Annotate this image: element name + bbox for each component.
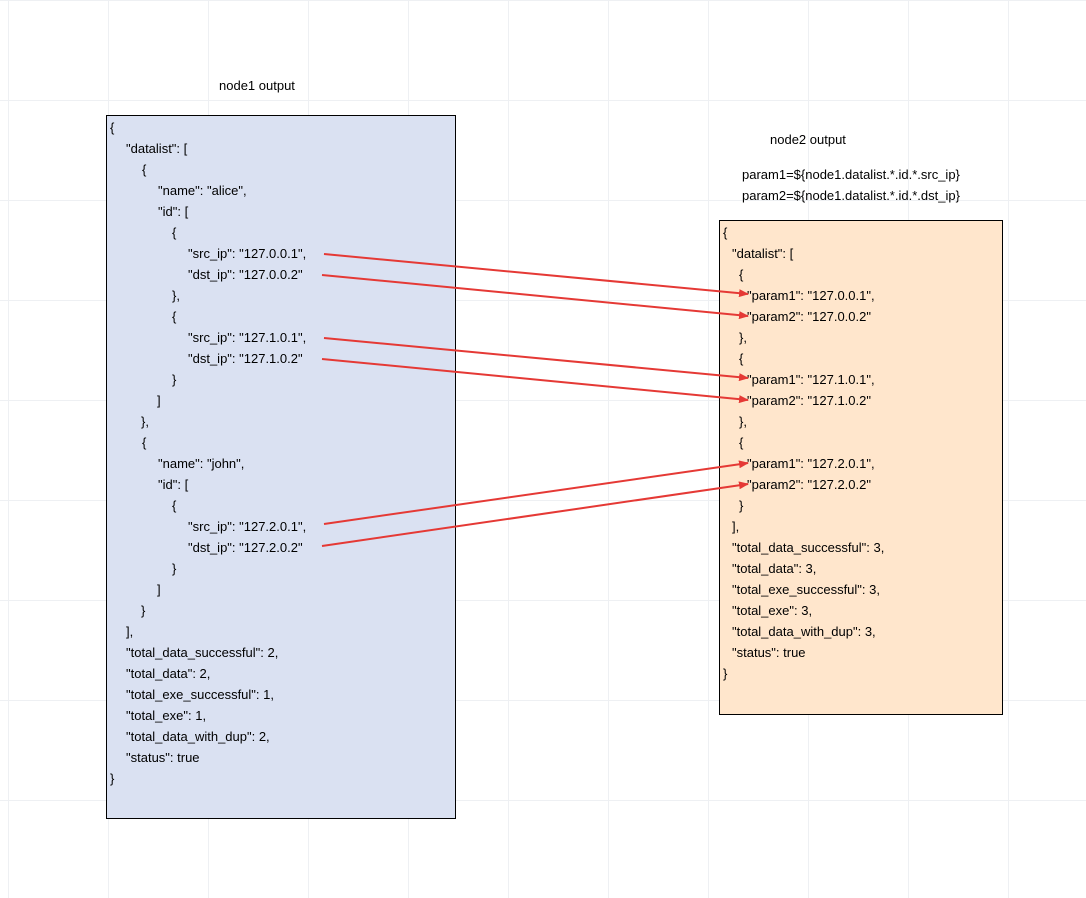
node1-line: } — [141, 603, 146, 618]
node2-line: "param2": "127.1.0.2" — [747, 393, 871, 408]
node2-line: { — [739, 435, 744, 450]
node1-line: { — [110, 120, 115, 135]
node2-line: "total_exe_successful": 3, — [732, 582, 880, 597]
node2-line: "param2": "127.0.0.2" — [747, 309, 871, 324]
arrow-src-ip-127-2-0-1 — [323, 460, 749, 525]
node1-line: "total_data": 2, — [126, 666, 211, 681]
node2-line: "total_data": 3, — [732, 561, 817, 576]
node2-line: "status": true — [732, 645, 806, 660]
node2-title: node2 output — [770, 132, 846, 147]
node1-line: "total_exe_successful": 1, — [126, 687, 274, 702]
param2-expression: param2=${node1.datalist.*.id.*.dst_ip} — [742, 188, 960, 203]
node1-line: ] — [157, 393, 161, 408]
node2-line: { — [739, 267, 744, 282]
node2-line: "total_data_with_dup": 3, — [732, 624, 876, 639]
node2-line: "param1": "127.0.0.1", — [747, 288, 875, 303]
node2-line: { — [723, 225, 728, 240]
param1-expression: param1=${node1.datalist.*.id.*.src_ip} — [742, 167, 960, 182]
node1-line: { — [172, 498, 177, 513]
arrow-src-ip-127-0-0-1 — [323, 253, 749, 298]
node1-line: ] — [157, 582, 161, 597]
node2-line: "datalist": [ — [732, 246, 794, 261]
node1-line: "status": true — [126, 750, 200, 765]
node1-line: "name": "alice", — [158, 183, 247, 198]
node2-line: ], — [732, 519, 740, 534]
node1-line: { — [142, 435, 147, 450]
node1-line: } — [172, 372, 177, 387]
node2-line: }, — [739, 330, 747, 345]
node1-line: ], — [126, 624, 134, 639]
node1-line: "id": [ — [158, 477, 189, 492]
node1-line: } — [110, 771, 115, 786]
node2-line: "param1": "127.2.0.1", — [747, 456, 875, 471]
node2-line: } — [739, 498, 744, 513]
node1-line: { — [172, 225, 177, 240]
arrow-dst-ip-127-1-0-2 — [321, 358, 749, 404]
node1-line: "total_data_successful": 2, — [126, 645, 279, 660]
node2-line: "total_data_successful": 3, — [732, 540, 885, 555]
node1-line: "dst_ip": "127.0.0.2" — [188, 267, 303, 282]
node2-line: "param2": "127.2.0.2" — [747, 477, 871, 492]
node1-line: }, — [172, 288, 180, 303]
node2-line: "param1": "127.1.0.1", — [747, 372, 875, 387]
node2-line: }, — [739, 414, 747, 429]
node2-line: { — [739, 351, 744, 366]
arrow-dst-ip-127-0-0-2 — [321, 274, 749, 320]
arrow-dst-ip-127-2-0-2 — [321, 481, 749, 547]
node2-output-box[interactable]: { "datalist": [ { "param1": "127.0.0.1",… — [719, 220, 1003, 715]
node1-output-box[interactable]: { "datalist": [ { "name": "alice", "id":… — [106, 115, 456, 819]
node1-line: "dst_ip": "127.1.0.2" — [188, 351, 303, 366]
node1-line: "name": "john", — [158, 456, 245, 471]
node1-line: "src_ip": "127.0.0.1", — [188, 246, 307, 261]
node1-line: { — [142, 162, 147, 177]
node2-line: } — [723, 666, 728, 681]
node1-line: "dst_ip": "127.2.0.2" — [188, 540, 303, 555]
node1-line: "src_ip": "127.1.0.1", — [188, 330, 307, 345]
node1-line: "datalist": [ — [126, 141, 188, 156]
node1-line: { — [172, 309, 177, 324]
node1-title: node1 output — [219, 78, 295, 93]
arrow-src-ip-127-1-0-1 — [323, 337, 749, 382]
node1-line: "total_data_with_dup": 2, — [126, 729, 270, 744]
node1-line: }, — [141, 414, 149, 429]
node2-line: "total_exe": 3, — [732, 603, 813, 618]
node1-line: "src_ip": "127.2.0.1", — [188, 519, 307, 534]
node1-line: "total_exe": 1, — [126, 708, 207, 723]
node1-line: "id": [ — [158, 204, 189, 219]
node1-line: } — [172, 561, 177, 576]
